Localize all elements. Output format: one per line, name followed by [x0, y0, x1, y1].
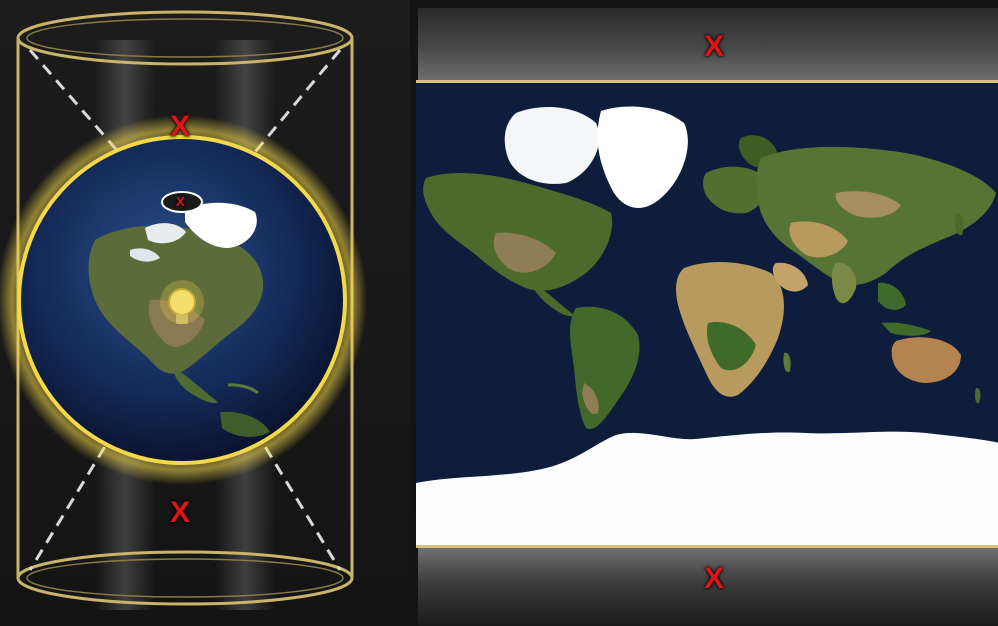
cylinder-bottom-cross-icon: X — [170, 496, 191, 529]
australia — [891, 337, 961, 383]
cylinder-bottom-rim — [16, 550, 354, 606]
north-pole-ring — [161, 191, 203, 213]
world-map — [416, 80, 998, 548]
map-panel: X X — [410, 0, 998, 626]
europe — [703, 166, 768, 214]
map-bottom-band — [418, 548, 998, 626]
arctic-islands — [504, 107, 600, 184]
greenland — [597, 106, 688, 209]
cylinder-panel: X X X — [0, 0, 410, 626]
north-pole-cross-icon: X — [176, 194, 185, 209]
north-america — [423, 173, 613, 291]
world-map-illustration — [416, 83, 998, 545]
cylinder-bottom-inner-rim — [26, 558, 344, 598]
central-america — [533, 283, 574, 317]
cylinder-top-rim — [16, 10, 354, 66]
cylinder-illustration — [0, 10, 367, 610]
map-top-band — [418, 8, 998, 80]
antarctica — [416, 431, 998, 545]
lightbulb-icon — [160, 280, 204, 324]
cylinder-top-inner-rim — [26, 18, 344, 58]
map-top-cross-icon: X — [704, 30, 725, 63]
cylinder-top-cross-icon: X — [170, 110, 191, 143]
map-bottom-cross-icon: X — [704, 562, 725, 595]
